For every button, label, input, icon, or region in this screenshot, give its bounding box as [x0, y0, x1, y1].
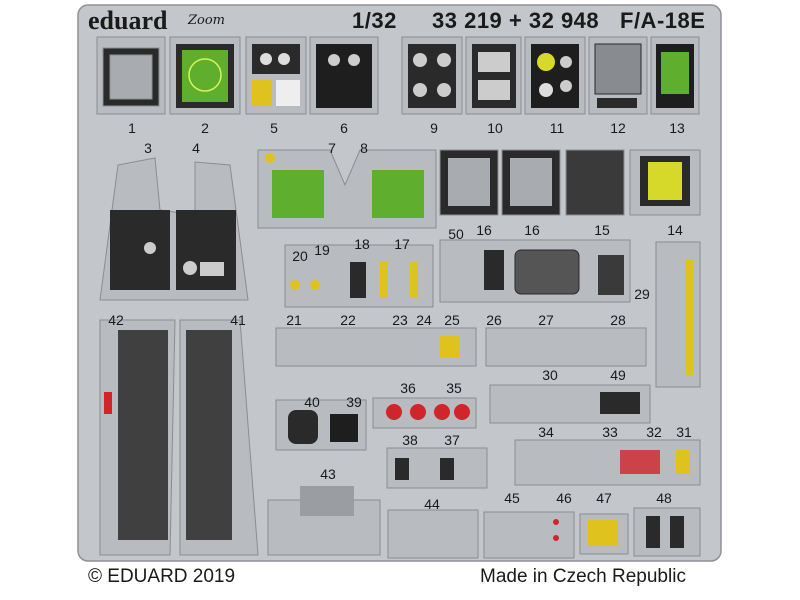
part-number: 36 [400, 380, 416, 396]
part-number: 27 [538, 312, 554, 328]
part-number: 26 [486, 312, 502, 328]
part-number: 39 [346, 394, 362, 410]
part-number: 16 [476, 222, 492, 238]
part-5-panel [245, 36, 307, 115]
part-12-panel [588, 36, 648, 115]
part-number: 13 [669, 120, 685, 136]
parts-17-20 [284, 244, 434, 308]
part-number: 47 [596, 490, 612, 506]
part-number: 10 [487, 120, 503, 136]
part-number: 20 [292, 248, 308, 264]
parts-15-16-50 [439, 239, 631, 303]
part-11-panel [524, 36, 586, 115]
part-number: 48 [656, 490, 672, 506]
part-number: 12 [610, 120, 626, 136]
part-47 [579, 513, 629, 555]
part-6-panel [309, 36, 379, 115]
set-numbers: 33 219 + 32 948 [432, 8, 600, 33]
part-number: 29 [634, 286, 650, 302]
part-number: 38 [402, 432, 418, 448]
aircraft-name: F/A-18E [620, 8, 706, 33]
parts-45-46 [483, 511, 575, 559]
part-number: 7 [328, 140, 336, 156]
part-number: 46 [556, 490, 572, 506]
part-number: 45 [504, 490, 520, 506]
scale-label: 1/32 [352, 8, 397, 33]
part-number: 50 [448, 226, 464, 242]
part-7-8-console [257, 149, 437, 229]
parts-41-42-consoles [99, 319, 259, 556]
part-3-4-console [99, 157, 249, 301]
part-number: 41 [230, 312, 246, 328]
part-number: 25 [444, 312, 460, 328]
parts-26-28 [485, 327, 647, 367]
parts-21-25 [275, 327, 477, 367]
part-number: 6 [340, 120, 348, 136]
part-mfd-pair [439, 149, 625, 216]
part-number: 9 [430, 120, 438, 136]
part-number: 19 [314, 242, 330, 258]
part-number: 4 [192, 140, 200, 156]
part-number: 24 [416, 312, 432, 328]
part-number: 30 [542, 367, 558, 383]
parts-31-34 [514, 439, 701, 486]
part-number: 32 [646, 424, 662, 440]
copyright-text: © EDUARD 2019 [88, 566, 236, 587]
brand-logo: eduard [88, 6, 168, 35]
part-number: 31 [676, 424, 692, 440]
part-number: 2 [201, 120, 209, 136]
part-number: 1 [128, 120, 136, 136]
part-29-strip [655, 241, 701, 388]
part-number: 3 [144, 140, 152, 156]
part-number: 43 [320, 466, 336, 482]
parts-30-49 [489, 384, 651, 424]
part-2-mfd-green [169, 36, 241, 115]
part-number: 18 [354, 236, 370, 252]
parts-37-38 [386, 447, 488, 489]
part-9-panel [401, 36, 463, 115]
part-13b-keypad [629, 149, 701, 216]
part-number: 37 [444, 432, 460, 448]
part-48 [633, 507, 701, 557]
part-number: 42 [108, 312, 124, 328]
part-number: 14 [667, 222, 683, 238]
part-number: 34 [538, 424, 554, 440]
parts-35-36 [372, 397, 477, 429]
part-10-panel [465, 36, 522, 115]
part-number: 44 [424, 496, 440, 512]
part-number: 15 [594, 222, 610, 238]
part-number: 22 [340, 312, 356, 328]
part-number: 5 [270, 120, 278, 136]
part-1-mfd [96, 36, 166, 115]
part-number: 23 [392, 312, 408, 328]
part-number: 11 [549, 120, 565, 136]
part-13-panel [650, 36, 700, 115]
part-number: 16 [524, 222, 540, 238]
part-number: 40 [304, 394, 320, 410]
part-43 [267, 486, 381, 556]
part-number: 8 [360, 140, 368, 156]
part-number: 21 [286, 312, 302, 328]
brand-sub-logo: Zoom [188, 13, 226, 28]
part-number: 28 [610, 312, 626, 328]
part-number: 49 [610, 367, 626, 383]
parts-39-40 [275, 399, 367, 451]
part-number: 17 [394, 236, 410, 252]
part-number: 33 [602, 424, 618, 440]
part-44 [387, 509, 479, 559]
part-number: 35 [446, 380, 462, 396]
origin-text: Made in Czech Republic [480, 566, 686, 587]
